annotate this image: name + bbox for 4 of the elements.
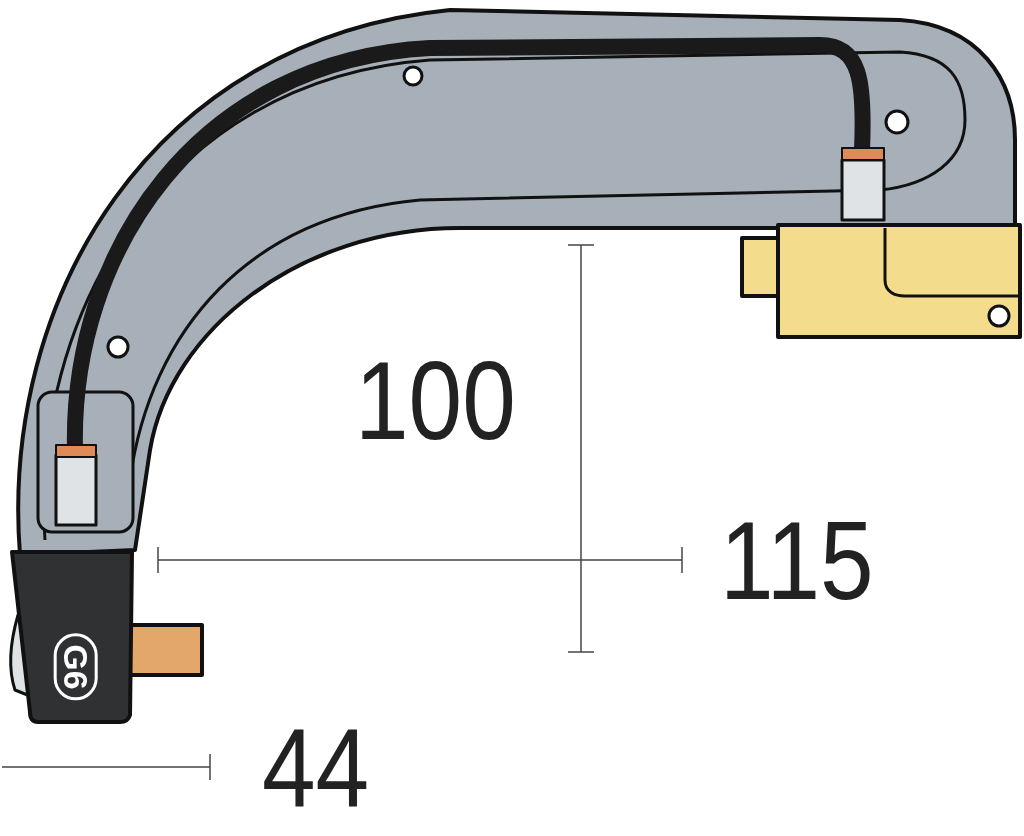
dimension-value: 100 [355, 345, 516, 457]
type-marking: G6 [53, 633, 98, 701]
dimension-value: 115 [720, 505, 874, 617]
dimension-value: 44 [262, 712, 370, 824]
